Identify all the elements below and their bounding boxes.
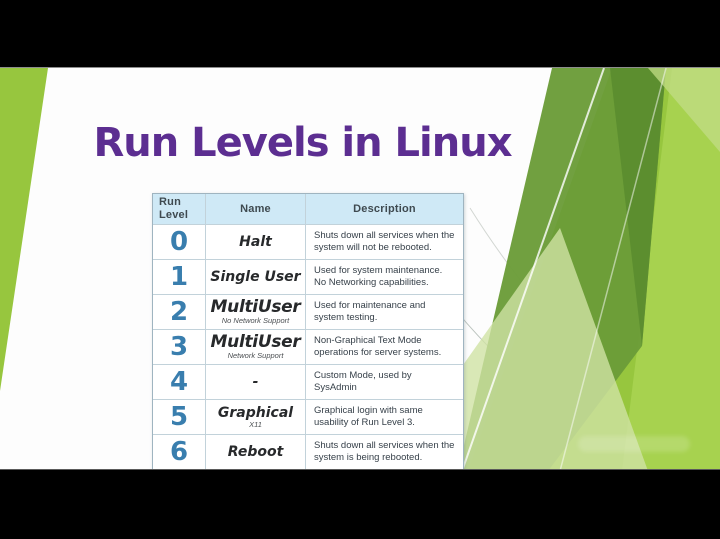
run-level-name: Halt [239, 234, 272, 250]
run-level-subname: X11 [249, 419, 262, 429]
letterbox-top [0, 0, 720, 67]
table-row: 1 Single User Used for system maintenanc… [153, 259, 463, 294]
slide: Run Levels in Linux Run Level Name Descr… [0, 67, 720, 470]
run-level-subname: No Network Support [221, 316, 290, 326]
run-level-subname: Network Support [227, 351, 284, 361]
table-row: 2 MultiUser No Network Support Used for … [153, 294, 463, 329]
run-level-name: MultiUser [210, 332, 301, 353]
table-row: 5 Graphical X11 Graphical login with sam… [153, 399, 463, 434]
run-level-number: 3 [169, 332, 189, 362]
runlevel-table: Run Level Name Description 0 Halt Shuts … [152, 193, 464, 469]
run-level-name: Single User [210, 269, 301, 285]
run-level-description: Shuts down all services when the system … [305, 435, 463, 469]
table-row: 3 MultiUser Network Support Non-Graphica… [153, 329, 463, 364]
run-level-number: 2 [169, 297, 189, 327]
table-body: 0 Halt Shuts down all services when the … [153, 224, 463, 469]
table-row: 0 Halt Shuts down all services when the … [153, 224, 463, 259]
run-level-name: Reboot [227, 444, 284, 460]
run-level-description: Shuts down all services when the system … [305, 225, 463, 259]
run-level-name: MultiUser [210, 297, 301, 318]
watermark [578, 436, 690, 452]
header-run-level: Run Level [159, 196, 189, 221]
run-level-number: 5 [169, 402, 189, 432]
run-level-description: Custom Mode, used by SysAdmin [305, 365, 463, 399]
run-level-number: 6 [169, 437, 189, 467]
table-header-row: Run Level Name Description [153, 194, 463, 224]
run-level-description: Graphical login with same usability of R… [305, 400, 463, 434]
run-level-description: Used for maintenance and system testing. [305, 295, 463, 329]
run-level-number: 0 [169, 227, 189, 257]
run-level-name: - [252, 374, 259, 390]
run-level-name: Graphical [217, 404, 294, 421]
table-row: 4 - Custom Mode, used by SysAdmin [153, 364, 463, 399]
page-title: Run Levels in Linux [93, 120, 512, 166]
table-row: 6 Reboot Shuts down all services when th… [153, 434, 463, 469]
run-level-description: Non-Graphical Text Mode operations for s… [305, 330, 463, 364]
header-name: Name [205, 194, 305, 224]
run-level-number: 4 [169, 367, 189, 397]
left-green-wedge-decoration [0, 68, 48, 391]
run-level-description: Used for system maintenance. No Networki… [305, 260, 463, 294]
header-description: Description [305, 194, 463, 224]
run-level-number: 1 [169, 262, 189, 292]
letterbox-bottom [0, 470, 720, 539]
